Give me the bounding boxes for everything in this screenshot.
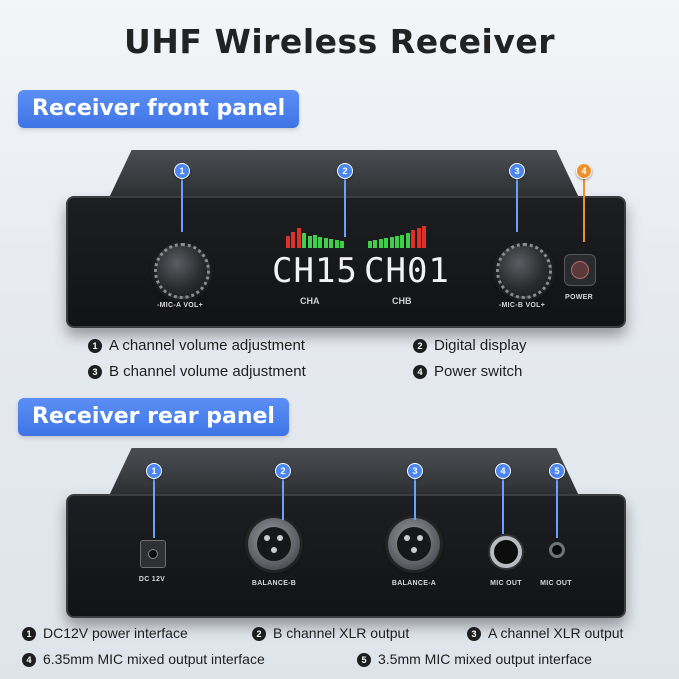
balance-a-label: BALANCE-A xyxy=(391,580,437,587)
meter-bar xyxy=(307,235,312,248)
meter-bar xyxy=(329,239,334,248)
power-button[interactable] xyxy=(564,254,596,286)
channel-b-level-meter xyxy=(368,226,428,248)
meter-bar xyxy=(405,232,410,248)
rear-panel-heading: Receiver rear panel xyxy=(18,398,289,436)
meter-bar xyxy=(416,228,421,248)
channel-b-label: CHB xyxy=(392,296,412,306)
rear-callout-1: 1 xyxy=(146,463,162,479)
meter-bar xyxy=(411,230,416,248)
front-panel-heading: Receiver front panel xyxy=(18,90,300,128)
rear-callout-4: 4 xyxy=(495,463,511,479)
rear-device-face: DC 12V BALANCE-B BALANCE-A MIC OUT MIC O… xyxy=(66,494,626,618)
callout-line-3 xyxy=(516,177,518,232)
callout-line-2 xyxy=(344,177,346,237)
meter-bar xyxy=(384,238,389,248)
mic-b-volume-knob[interactable] xyxy=(496,243,552,299)
rear-callout-line-5 xyxy=(556,474,558,538)
meter-bar xyxy=(389,237,394,248)
meter-bar xyxy=(286,235,290,248)
rear-callout-5: 5 xyxy=(549,463,565,479)
rear-callout-2: 2 xyxy=(275,463,291,479)
meter-bar xyxy=(378,239,383,248)
dc-label: DC 12V xyxy=(138,576,166,583)
front-device-face: -MIC-A VOL+ CH15 CH01 CHA CHB -MIC-B VOL… xyxy=(66,196,626,328)
mic-b-volume-label: -MIC-B VOL+ xyxy=(498,302,546,309)
meter-bar xyxy=(296,228,301,248)
meter-bar xyxy=(400,234,405,248)
meter-bar xyxy=(373,240,378,248)
mic-out-label-2: MIC OUT xyxy=(540,580,572,587)
digital-display: CH15 CH01 CHA CHB xyxy=(264,226,454,316)
meter-bar xyxy=(318,237,323,248)
meter-bar xyxy=(313,234,317,248)
meter-bar xyxy=(340,241,344,248)
meter-bar xyxy=(323,238,328,248)
front-callout-1: 1 xyxy=(174,163,190,179)
meter-bar xyxy=(291,231,296,248)
mic-a-volume-label: -MIC-A VOL+ xyxy=(156,302,203,309)
mic-out-3-5mm-jack[interactable] xyxy=(549,542,565,558)
mic-out-6-35mm-jack[interactable] xyxy=(490,536,522,568)
xlr-balance-a-output[interactable] xyxy=(388,518,440,570)
callout-line-4 xyxy=(583,177,585,242)
page-title: UHF Wireless Receiver xyxy=(124,22,555,61)
meter-bar xyxy=(422,226,426,248)
rear-callout-3: 3 xyxy=(407,463,423,479)
mic-a-volume-knob[interactable] xyxy=(154,243,210,299)
rear-callout-line-4 xyxy=(502,474,504,534)
power-icon xyxy=(571,261,589,279)
channel-a-level-meter xyxy=(286,226,346,248)
front-callout-4: 4 xyxy=(576,163,592,179)
meter-bar xyxy=(302,232,307,248)
channel-b-readout: CH01 xyxy=(364,251,450,291)
front-device: -MIC-A VOL+ CH15 CH01 CHA CHB -MIC-B VOL… xyxy=(66,150,626,330)
rear-callout-line-3 xyxy=(414,474,416,520)
rear-callout-line-2 xyxy=(282,474,284,520)
power-label: POWER xyxy=(565,294,593,301)
rear-callout-line-1 xyxy=(153,474,155,538)
channel-a-label: CHA xyxy=(300,296,320,306)
mic-out-label-1: MIC OUT xyxy=(490,580,522,587)
dc-power-jack[interactable] xyxy=(140,540,166,568)
meter-bar xyxy=(368,241,372,248)
channel-a-readout: CH15 xyxy=(272,251,358,291)
dc-jack-hole xyxy=(148,549,158,559)
balance-b-label: BALANCE-B xyxy=(251,580,297,587)
meter-bar xyxy=(334,240,339,248)
callout-line-1 xyxy=(181,177,183,232)
front-callout-3: 3 xyxy=(509,163,525,179)
front-callout-2: 2 xyxy=(337,163,353,179)
xlr-balance-b-output[interactable] xyxy=(248,518,300,570)
meter-bar xyxy=(395,235,399,248)
